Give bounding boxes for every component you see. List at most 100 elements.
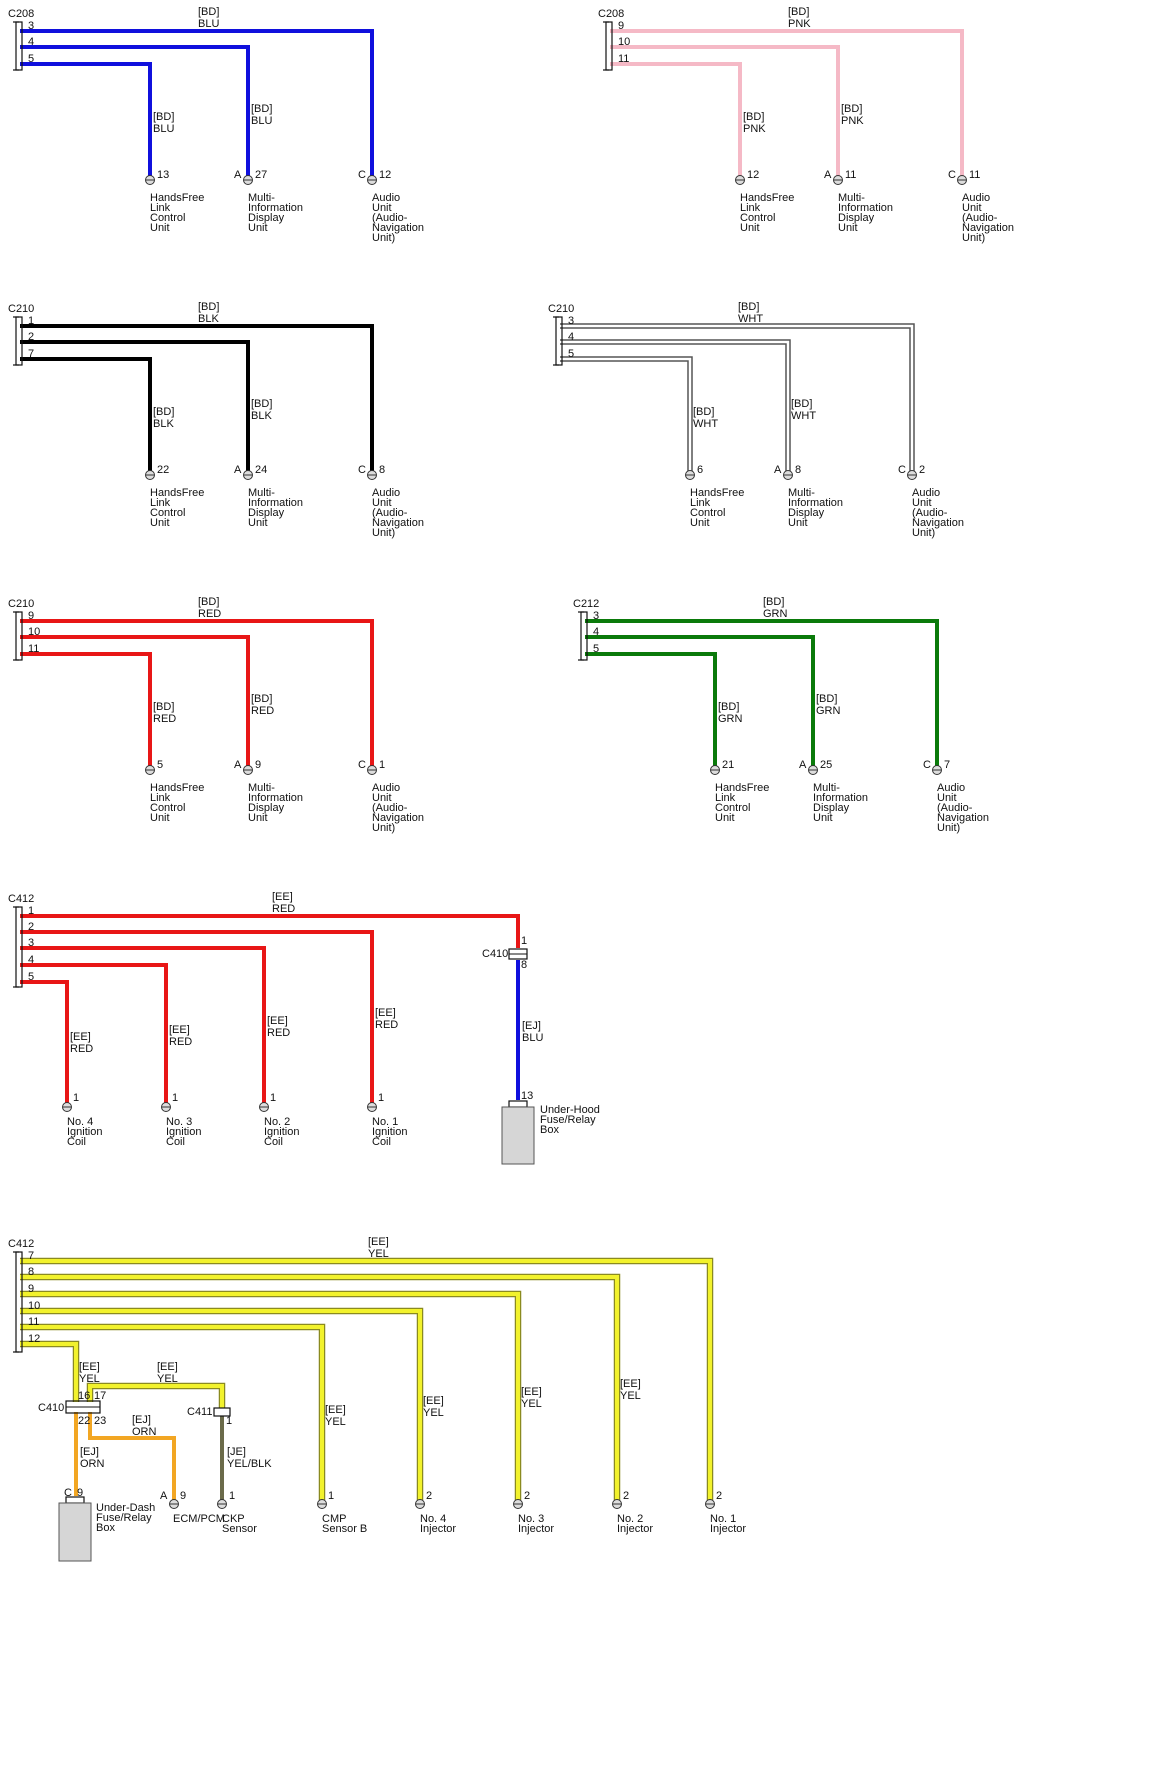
component-label: Unit) — [912, 527, 935, 539]
wire-code: [EE] — [368, 1236, 389, 1248]
connector-letter: C — [898, 464, 906, 476]
component-label: Audio — [372, 192, 400, 204]
component-label: Unit — [150, 812, 170, 824]
wire-code: [BD] — [198, 301, 219, 313]
component-label: Control — [150, 802, 185, 814]
injector-wire — [20, 1259, 712, 1500]
pin-number: 1 — [270, 1092, 276, 1104]
wire-color: PNK — [743, 123, 766, 135]
component-label: Unit — [248, 517, 268, 529]
wire-color: GRN — [763, 608, 788, 620]
component-label: Box — [540, 1124, 559, 1136]
component-label: Navigation — [912, 517, 964, 529]
component-label: Information — [248, 202, 303, 214]
wire-color: RED — [70, 1043, 93, 1055]
fuse-box-icon — [58, 1502, 92, 1562]
wire-code: [BD] — [251, 398, 272, 410]
wire-code: [BD] — [718, 701, 739, 713]
fuse-box-icon — [501, 1106, 535, 1165]
component-label: Unit) — [372, 232, 395, 244]
wire-color: BLK — [198, 313, 219, 325]
connector-label: C410 — [482, 948, 508, 960]
component-label: Link — [690, 497, 711, 509]
pin-number: 2 — [623, 1490, 629, 1502]
component-label: Navigation — [962, 222, 1014, 234]
wire-color: BLU — [251, 115, 272, 127]
component-label: Navigation — [372, 222, 424, 234]
pin-number: 1 — [73, 1092, 79, 1104]
pin-number: 9 — [618, 20, 624, 32]
wire-color: BLU — [198, 18, 219, 30]
wire-code: [BD] — [153, 111, 174, 123]
panel-blu-wire — [20, 62, 152, 180]
connector-label: C410 — [38, 1402, 64, 1414]
component-label: Control — [740, 212, 775, 224]
injector-wire — [86, 1382, 226, 1408]
component-label: Unit — [372, 202, 392, 214]
pin-number: 8 — [379, 464, 385, 476]
panel-red-wire — [20, 635, 250, 770]
wire-code: [EE] — [521, 1386, 542, 1398]
component-label: Information — [788, 497, 843, 509]
component-label: Information — [813, 792, 868, 804]
component-label: CKP — [222, 1513, 245, 1525]
component-label: Link — [150, 792, 171, 804]
wire-code: [EE] — [272, 891, 293, 903]
wire-code: [EE] — [157, 1361, 178, 1373]
component-label: Multi- — [838, 192, 865, 204]
panel-wht-wire — [560, 340, 790, 475]
injector-wire — [88, 1384, 224, 1408]
pin-number: 1 — [226, 1415, 232, 1427]
wire-code: [BD] — [251, 103, 272, 115]
component-label: Audio — [912, 487, 940, 499]
wire-color: WHT — [791, 410, 816, 422]
wire-code: [EE] — [423, 1395, 444, 1407]
component-label: Multi- — [248, 782, 275, 794]
component-label: Multi- — [813, 782, 840, 794]
component-label: Unit — [740, 222, 760, 234]
pin-number: 2 — [919, 464, 925, 476]
component-label: Unit — [962, 202, 982, 214]
component-label: CMP — [322, 1513, 346, 1525]
injector-wire — [20, 1323, 326, 1500]
component-label: Unit — [372, 497, 392, 509]
pin-number: 5 — [593, 643, 599, 655]
component-label: Unit — [248, 812, 268, 824]
component-label: Injector — [710, 1523, 746, 1535]
pin-number: 3 — [28, 937, 34, 949]
component-label: No. 4 — [420, 1513, 446, 1525]
panel-blu-wire — [20, 29, 374, 180]
pin-number: 1 — [172, 1092, 178, 1104]
pin-number: 16 — [78, 1390, 90, 1402]
wire-color: YEL — [620, 1390, 641, 1402]
component-label: Display — [838, 212, 875, 224]
orn-wire — [88, 1412, 176, 1500]
component-label: Display — [248, 802, 285, 814]
pin-number: 3 — [593, 610, 599, 622]
pin-number: 3 — [568, 315, 574, 327]
wire-color: RED — [169, 1036, 192, 1048]
component-label: Display — [813, 802, 850, 814]
panel-wht-wire — [560, 339, 791, 475]
component-label: ECM/PCM — [173, 1513, 225, 1525]
pin-number: 21 — [722, 759, 734, 771]
pin-number: 1 — [28, 315, 34, 327]
panel-pnk-wire — [610, 29, 964, 180]
pin-number: 2 — [426, 1490, 432, 1502]
pin-number: 22 — [78, 1415, 90, 1427]
component-label: Control — [150, 212, 185, 224]
pin-number: 12 — [747, 169, 759, 181]
panel-grn-wire — [585, 635, 815, 770]
wire-code: [BD] — [153, 406, 174, 418]
wire-color: YEL — [521, 1398, 542, 1410]
panel-pnk-wire — [610, 62, 742, 180]
component-label: Link — [740, 202, 761, 214]
wire-code: [BD] — [153, 701, 174, 713]
wire-color: GRN — [816, 705, 841, 717]
component-label: Display — [788, 507, 825, 519]
wire-code: [JE] — [227, 1446, 246, 1458]
wire-code: [EJ] — [522, 1020, 541, 1032]
wire-color: ORN — [80, 1458, 105, 1470]
component-label: Navigation — [937, 812, 989, 824]
wire-color: WHT — [693, 418, 718, 430]
